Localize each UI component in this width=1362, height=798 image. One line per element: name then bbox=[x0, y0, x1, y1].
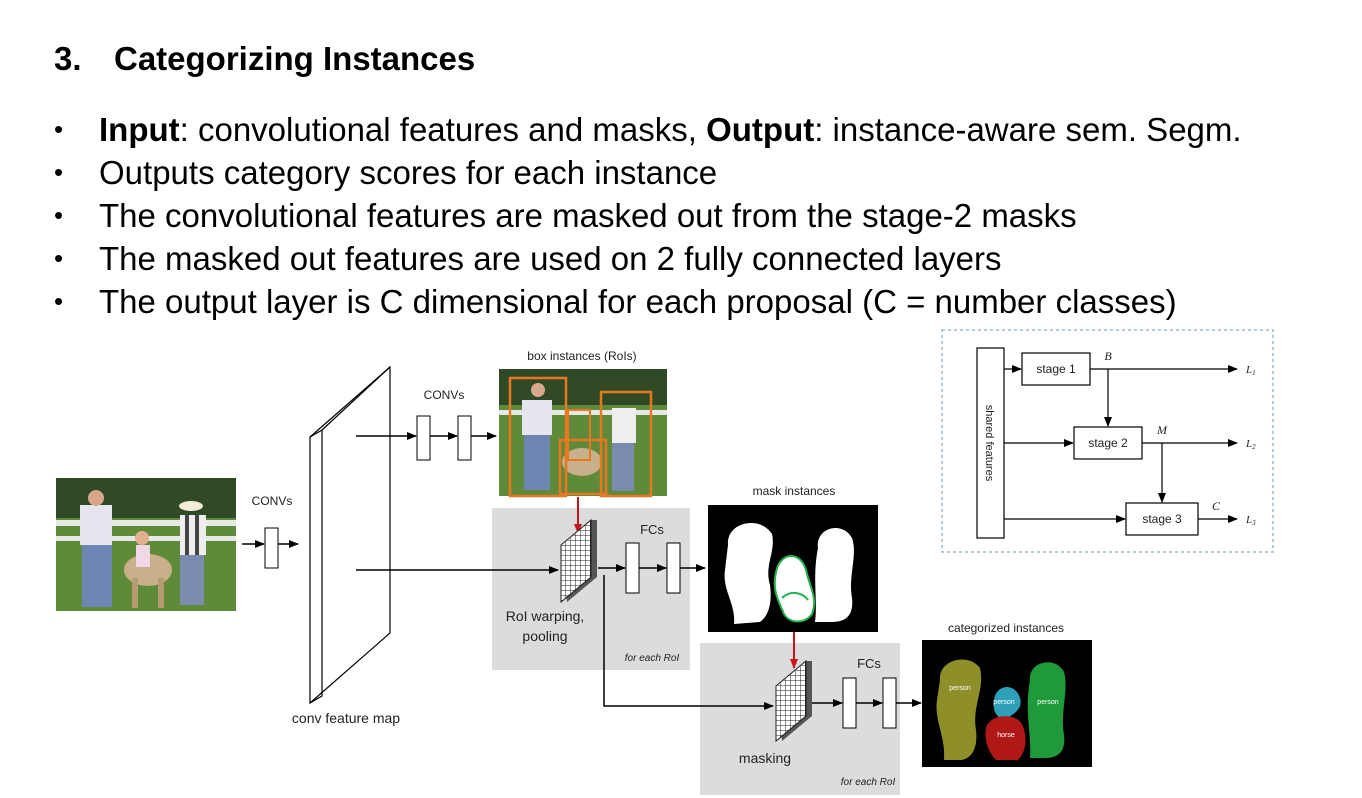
bullet-dot: • bbox=[54, 286, 64, 316]
roi-box bbox=[508, 376, 568, 498]
box-instances-image bbox=[499, 369, 667, 498]
stage-3-label: stage 3 bbox=[1142, 512, 1182, 526]
loss-3-label: L3 bbox=[1245, 514, 1256, 527]
roi-box bbox=[567, 409, 591, 461]
roi-warping-label-1: RoI warping, bbox=[506, 608, 585, 624]
stage-1-box bbox=[1021, 352, 1091, 386]
roi-box bbox=[558, 438, 608, 496]
roi-pooling-grid bbox=[560, 518, 597, 604]
input-photo bbox=[56, 478, 236, 611]
mask-instances-label: mask instances bbox=[753, 484, 836, 498]
category-label-person: person bbox=[993, 699, 1015, 706]
cascade-inset: shared features stage 1 stage 2 stage 3 … bbox=[941, 329, 1274, 553]
stage-3-box bbox=[1125, 502, 1199, 536]
fcs-label-1: FCs bbox=[640, 522, 664, 537]
conv-layer-block bbox=[457, 415, 472, 461]
bullet-item: • Outputs category scores for each instan… bbox=[54, 151, 1242, 194]
shared-features-block bbox=[976, 347, 1005, 539]
bullet-text: The output layer is C dimensional for ea… bbox=[99, 283, 1177, 320]
bullet-list: • Input: convolutional features and masks… bbox=[54, 108, 1242, 323]
conv-feature-map-label: conv feature map bbox=[292, 710, 400, 726]
mask-instances-image bbox=[708, 505, 878, 632]
fc-layer-block bbox=[666, 542, 681, 594]
bullet-dot: • bbox=[54, 114, 64, 144]
categorized-instances-image bbox=[922, 640, 1092, 767]
bullet-item: • Input: convolutional features and masks… bbox=[54, 108, 1242, 151]
shared-features-label: shared features bbox=[983, 405, 995, 482]
bullet-text: The masked out features are used on 2 fu… bbox=[99, 240, 1002, 277]
conv-layer-block bbox=[264, 527, 279, 569]
output-b-label: B bbox=[1104, 349, 1112, 363]
title-text: Categorizing Instances bbox=[114, 40, 476, 77]
conv-feature-map bbox=[309, 365, 391, 705]
section-number: 3. bbox=[54, 40, 82, 77]
for-each-roi-label-2: for each RoI bbox=[841, 777, 896, 788]
bullet-dot: • bbox=[54, 200, 64, 230]
bullet-text: The convolutional features are masked ou… bbox=[99, 197, 1077, 234]
bullet-item: • The masked out features are used on 2 f… bbox=[54, 237, 1242, 280]
for-each-roi-label-1: for each RoI bbox=[625, 653, 680, 664]
fcs-label-2: FCs bbox=[857, 656, 881, 671]
category-label-horse: horse bbox=[997, 732, 1015, 739]
fc-layer-block bbox=[625, 542, 640, 594]
bullet-text: Outputs category scores for each instanc… bbox=[99, 154, 718, 191]
roi-box bbox=[599, 390, 653, 498]
bullet-bold-input: Input bbox=[99, 111, 180, 148]
categorized-instances-label: categorized instances bbox=[948, 621, 1064, 635]
convs-top-label: CONVs bbox=[424, 388, 465, 402]
category-label-person: person bbox=[949, 685, 971, 692]
bullet-dot: • bbox=[54, 157, 64, 187]
fc-layer-block bbox=[842, 677, 857, 729]
bullet-dot: • bbox=[54, 243, 64, 273]
bullet-text: : convolutional features and masks, bbox=[179, 111, 707, 148]
slide-title: 3. Categorizing Instances bbox=[54, 40, 475, 78]
loss-2-label: L2 bbox=[1245, 438, 1256, 451]
loss-1-label: L1 bbox=[1245, 364, 1256, 377]
stage-2-label: stage 2 bbox=[1088, 436, 1128, 450]
output-m-label: M bbox=[1156, 423, 1168, 437]
conv-layer-block bbox=[416, 415, 431, 461]
box-instances-label: box instances (RoIs) bbox=[527, 349, 636, 363]
stage-1-label: stage 1 bbox=[1036, 362, 1076, 376]
output-c-label: C bbox=[1212, 499, 1221, 513]
bullet-item: • The output layer is C dimensional for e… bbox=[54, 280, 1242, 323]
convs-left-label: CONVs bbox=[252, 494, 293, 508]
bullet-text: : instance-aware sem. Segm. bbox=[814, 111, 1242, 148]
roi-warping-label-2: pooling bbox=[522, 628, 567, 644]
fc-layer-block bbox=[882, 677, 897, 729]
masking-grid bbox=[775, 659, 812, 743]
masking-label: masking bbox=[739, 750, 791, 766]
bullet-item: • The convolutional features are masked o… bbox=[54, 194, 1242, 237]
bullet-bold-output: Output bbox=[706, 111, 815, 148]
category-label-person: person bbox=[1037, 699, 1059, 706]
